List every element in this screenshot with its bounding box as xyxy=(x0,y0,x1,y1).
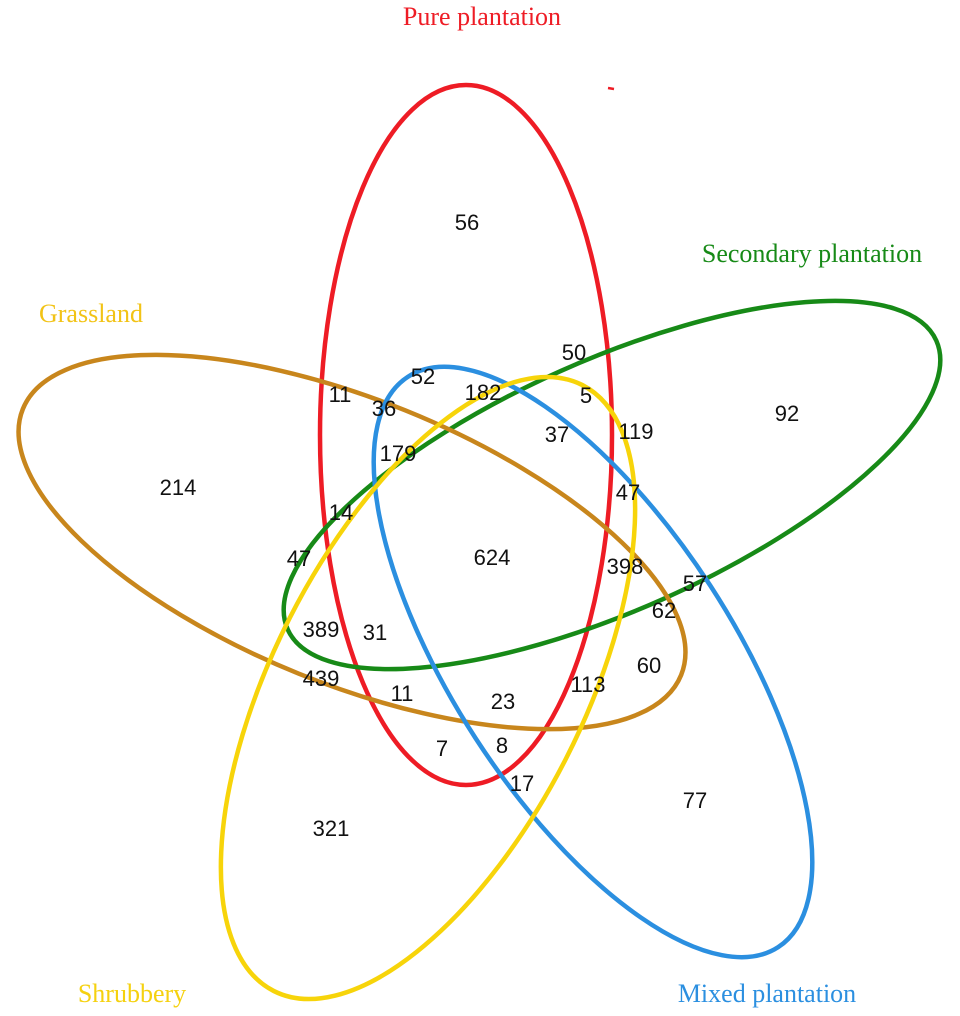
label-pure-plantation: Pure plantation xyxy=(403,2,561,31)
count-mixed-only: 77 xyxy=(683,788,707,813)
count-region: 11 xyxy=(391,681,414,706)
count-region: 5 xyxy=(580,383,592,408)
count-region: 439 xyxy=(303,666,340,691)
secondary-plantation-ellipse xyxy=(281,298,943,672)
count-region: 119 xyxy=(618,419,653,444)
count-region: 14 xyxy=(329,500,353,525)
label-mixed-plantation: Mixed plantation xyxy=(678,979,856,1008)
count-region: 62 xyxy=(652,598,676,623)
count-shrubbery-only: 321 xyxy=(313,816,350,841)
count-pure-only: 56 xyxy=(455,210,479,235)
count-region: 47 xyxy=(287,546,311,571)
pure-plantation-ellipse xyxy=(317,82,615,788)
count-center: 624 xyxy=(474,545,511,570)
grassland-ellipse xyxy=(16,352,688,732)
count-region: 36 xyxy=(372,396,396,421)
count-region: 60 xyxy=(637,653,661,678)
count-region: 31 xyxy=(363,620,387,645)
label-shrubbery: Shrubbery xyxy=(78,979,186,1008)
count-region: 389 xyxy=(303,617,340,642)
count-region: 17 xyxy=(510,771,534,796)
count-region: 50 xyxy=(562,340,586,365)
count-region: 113 xyxy=(570,672,605,697)
label-grassland: Grassland xyxy=(39,299,143,328)
count-region: 52 xyxy=(411,364,435,389)
count-region: 11 xyxy=(329,382,352,407)
count-region: 398 xyxy=(607,554,644,579)
count-region: 37 xyxy=(545,422,569,447)
count-region: 23 xyxy=(491,689,515,714)
count-region: 179 xyxy=(380,441,417,466)
mixed-plantation-ellipse xyxy=(371,364,815,960)
count-secondary-only: 92 xyxy=(775,401,799,426)
stray-mark xyxy=(607,86,615,91)
shrubbery-ellipse xyxy=(218,374,638,1002)
label-secondary-plantation: Secondary plantation xyxy=(702,239,922,268)
count-region: 57 xyxy=(683,571,707,596)
count-region: 8 xyxy=(496,733,508,758)
count-region: 47 xyxy=(616,480,640,505)
count-region: 182 xyxy=(465,380,502,405)
count-grassland-only: 214 xyxy=(160,475,197,500)
count-region: 7 xyxy=(436,736,448,761)
